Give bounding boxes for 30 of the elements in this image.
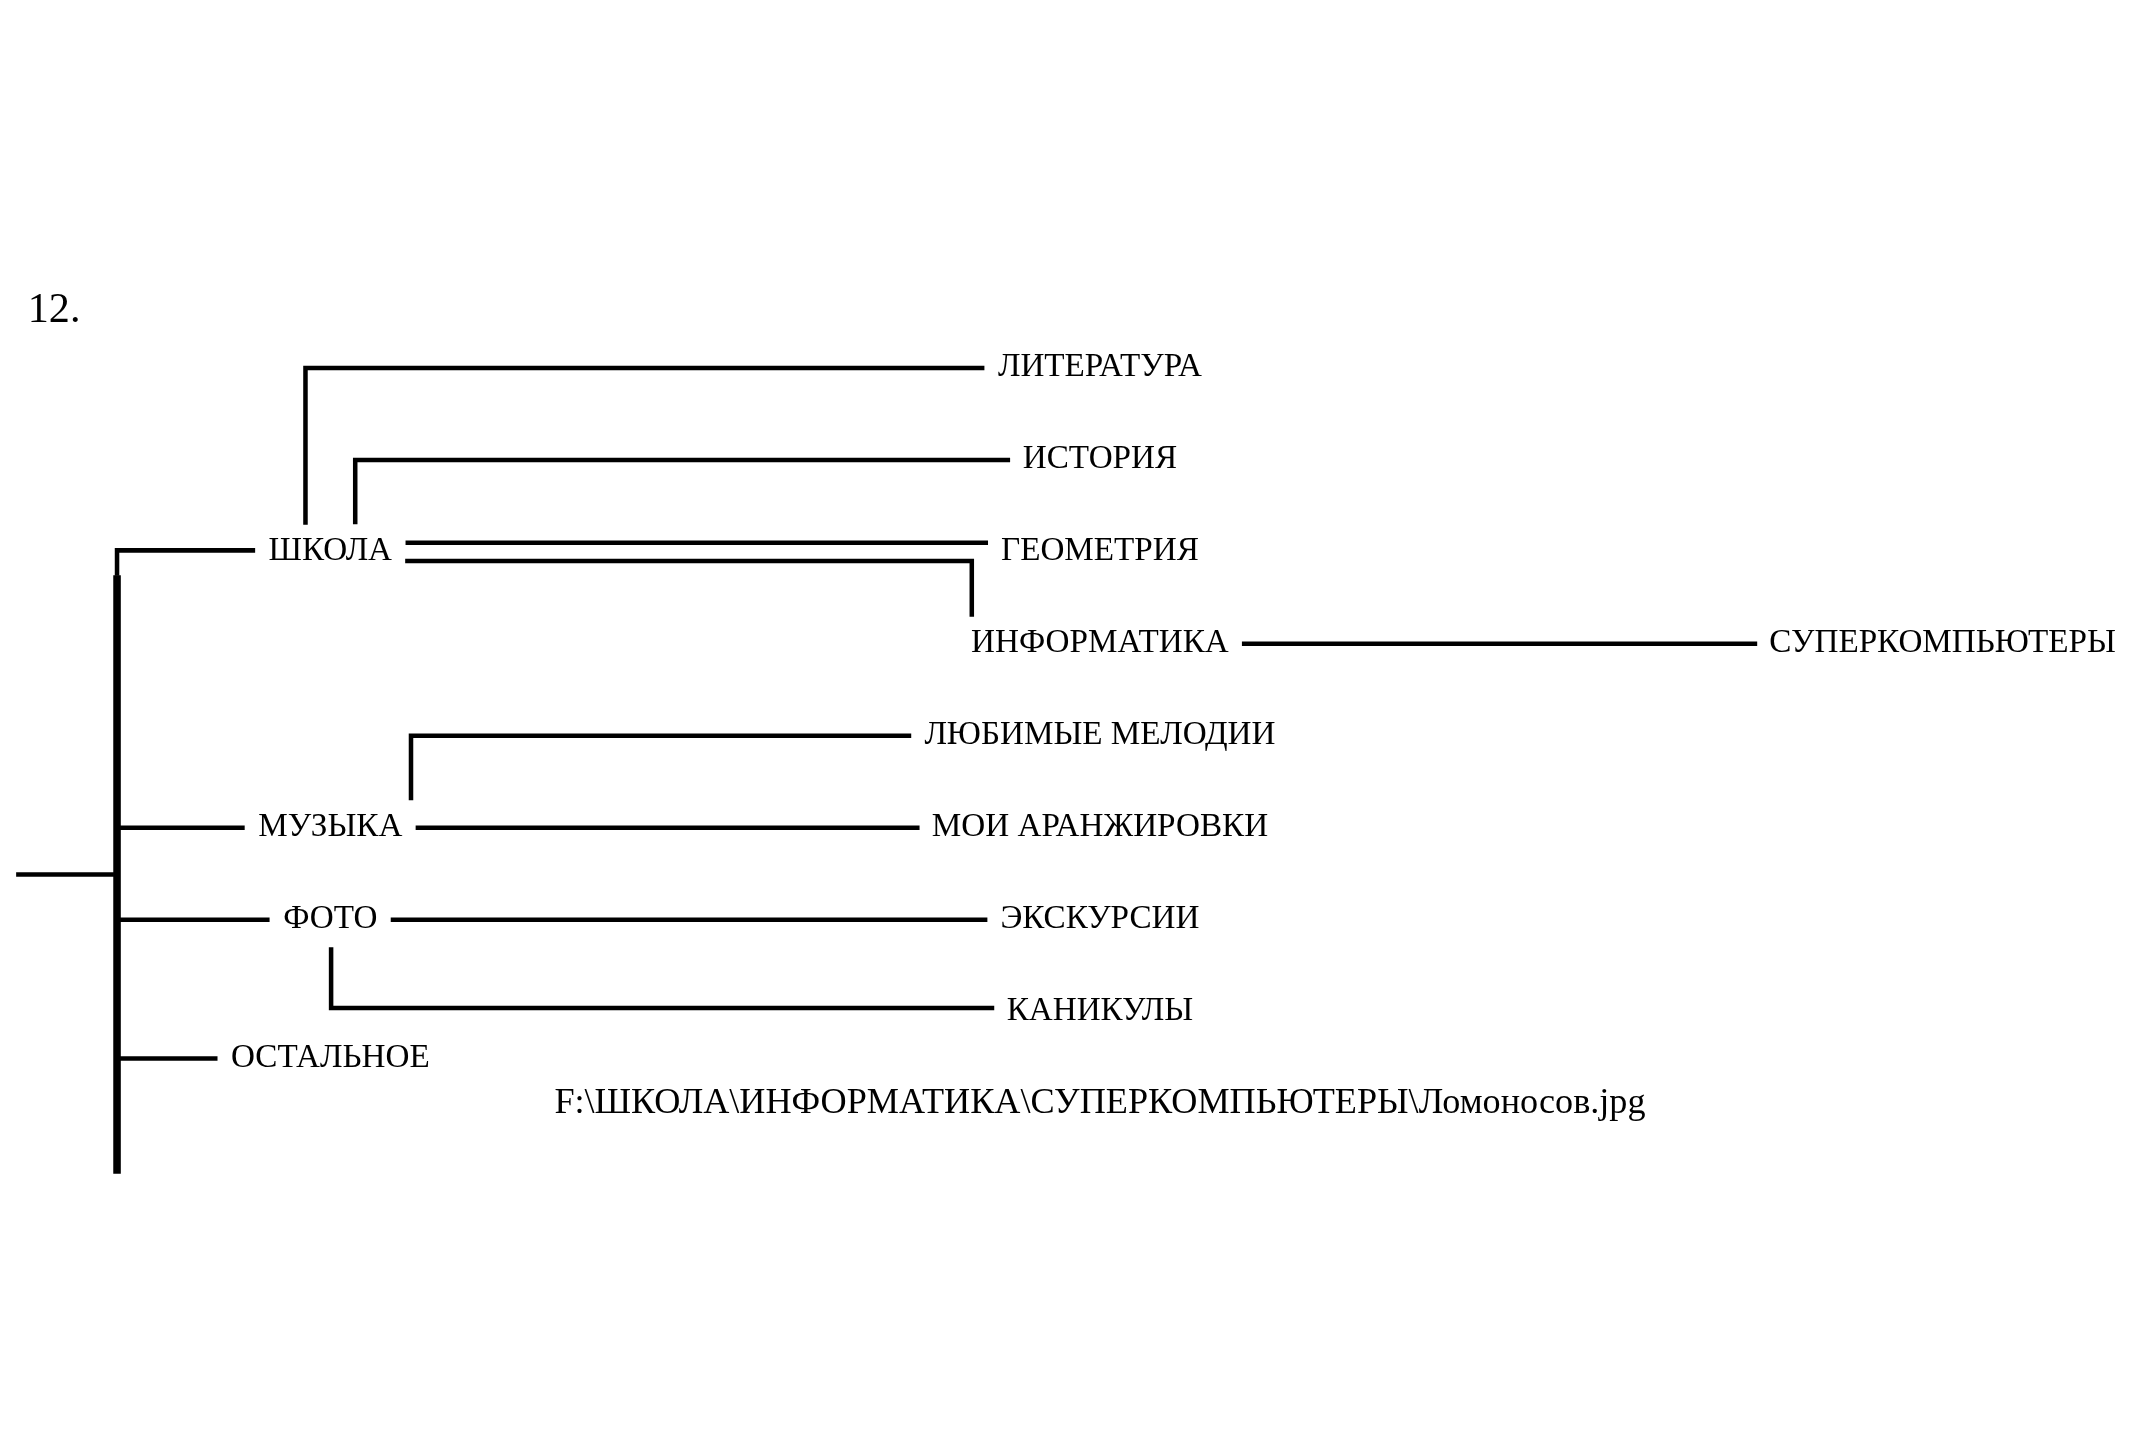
connector [408,733,912,800]
node-text: ЛИТЕРАТУРА [997,345,1202,383]
connector [16,871,114,877]
connector [328,946,995,1010]
node-text: МОИ АРАНЖИРОВКИ [931,805,1269,843]
node-text: ЭКСКУРСИИ [1000,897,1200,935]
connector [114,547,256,576]
connector [352,457,1011,524]
node-text: КАНИКУЛЫ [1006,989,1194,1027]
node-text: МУЗЫКА [258,805,403,843]
node-text: ЛЮБИМЫЕ МЕЛОДИИ [924,713,1276,751]
node-text: ИСТОРИЯ [1022,437,1178,475]
connector [120,1055,218,1061]
connector [120,916,270,922]
node-bar [113,574,121,1174]
caption: F:\ШКОЛА\ИНФОРМАТИКА\СУПЕРКОМПЬЮТЕРЫ\Ломоносов.jpg [554,1080,1646,1121]
connector [405,540,988,545]
connector [390,916,988,922]
node-text: ИНФОРМАТИКА [971,621,1229,659]
connector [1241,641,1758,646]
connector [415,825,920,830]
node-text: ШКОЛА [268,529,393,567]
node-text: ГЕОМЕТРИЯ [1001,529,1199,567]
connector [303,365,985,525]
node-text: ОСТАЛЬНОЕ [231,1036,430,1074]
node-text: ФОТО [283,897,378,935]
diagram-title: 12. [27,283,81,331]
connector [120,825,245,830]
connector [405,558,975,617]
node-text: СУПЕРКОМПЬЮТЕРЫ [1769,621,2116,659]
